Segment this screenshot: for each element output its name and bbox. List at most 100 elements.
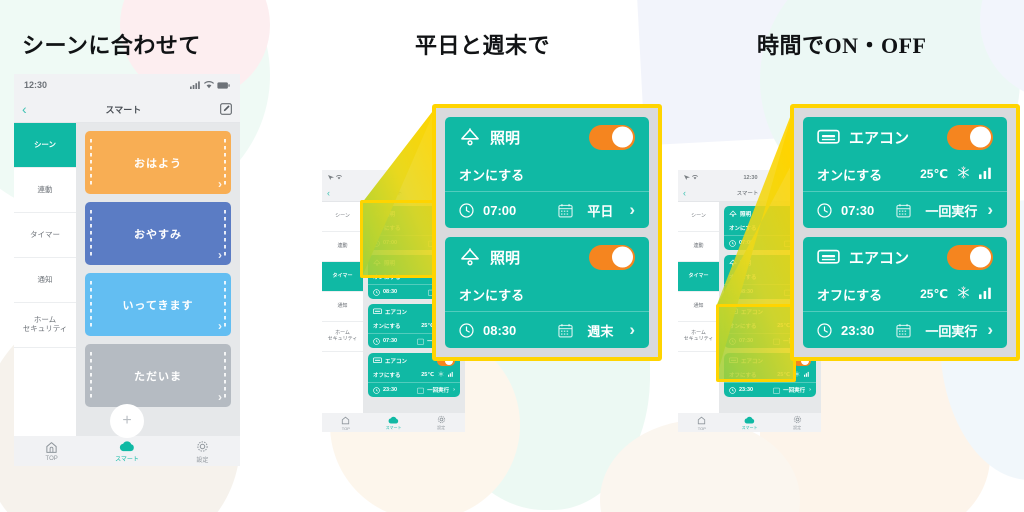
snowflake-icon (957, 166, 970, 182)
sidebar-nav: シーン 連動 タイマー 通知 ホーム セキュリティ (14, 123, 76, 436)
sidebar-item-home-security[interactable]: ホーム セキュリティ (14, 303, 76, 348)
temperature-value: 25℃ (920, 287, 948, 301)
device-name: 照明 (490, 249, 521, 267)
sidebar-item-home-security[interactable]: ホーム セキュリティ (322, 322, 363, 352)
scene-label: おはよう (134, 157, 182, 170)
device-name: エアコン (849, 129, 910, 147)
callout-panel-middle: 照明 オンにする 07:00 平日 › 照明 オンにする 08:30 (432, 104, 662, 361)
cloud-icon (388, 416, 399, 423)
sidebar-item-label: ホーム セキュリティ (683, 329, 714, 342)
tab-top[interactable]: TOP (678, 416, 726, 431)
fan-speed-icon (979, 167, 993, 182)
calendar-icon (558, 323, 573, 338)
chevron-right-icon: › (629, 200, 635, 219)
sidebar-item-scene[interactable]: シーン (14, 123, 76, 168)
calendar-icon (896, 203, 911, 218)
home-icon (46, 442, 57, 453)
scene-label: ただいま (134, 370, 182, 383)
clock-icon (373, 288, 380, 296)
toggle-switch[interactable] (589, 244, 635, 270)
action-label: オンにする (373, 275, 401, 281)
tab-top[interactable]: TOP (322, 416, 370, 431)
air-conditioner-icon (817, 129, 840, 146)
sidebar-item-linkage[interactable]: 連動 (678, 232, 719, 262)
toggle-switch[interactable] (947, 244, 993, 270)
sidebar-item-notification[interactable]: 通知 (14, 258, 76, 303)
calendar-icon (558, 203, 573, 218)
tab-smart[interactable]: スマート (726, 416, 774, 431)
sidebar-item-label: タイマー (688, 272, 709, 279)
callout-timer-card[interactable]: エアコン オンにする 25℃ 07:30 一回実行 › (803, 117, 1007, 228)
action-label: オフにする (817, 287, 883, 303)
sidebar-item-linkage[interactable]: 連動 (14, 168, 76, 213)
sidebar-item-timer[interactable]: タイマー (678, 262, 719, 292)
location-icon (684, 175, 690, 180)
timer-repeat: 一回実行 (427, 388, 450, 394)
phone-mockup-scenes: 12:30 ‹ スマート シーン 連動 タイマー (14, 74, 240, 466)
toggle-switch[interactable] (947, 124, 993, 150)
sidebar-item-label: 通知 (37, 274, 53, 284)
callout-timer-card[interactable]: エアコン オフにする 25℃ 23:30 一回実行 › (803, 237, 1007, 348)
scene-card-ittekimasu[interactable]: いってきます › (85, 273, 231, 336)
tab-smart[interactable]: スマート (89, 440, 164, 463)
gear-icon (793, 415, 801, 424)
snowflake-icon (957, 286, 970, 302)
clock-icon (459, 202, 474, 218)
device-name: エアコン (385, 309, 408, 316)
scene-card-ohayou[interactable]: おはよう › (85, 131, 231, 194)
status-bar: 12:30 (14, 74, 240, 96)
tab-top[interactable]: TOP (14, 441, 89, 462)
temperature-value: 25℃ (421, 372, 434, 378)
bottom-tab-bar: TOP スマート 設定 (322, 413, 465, 432)
back-chevron-icon[interactable]: ‹ (22, 101, 27, 117)
wifi-icon (692, 175, 698, 180)
sidebar-item-linkage[interactable]: 連動 (322, 232, 363, 262)
scene-card-tadaima[interactable]: ただいま › (85, 344, 231, 407)
page-title: スマート (105, 104, 142, 115)
tab-settings[interactable]: 設定 (773, 415, 821, 431)
zoom-cone-right (716, 107, 822, 379)
sidebar-item-timer[interactable]: タイマー (322, 262, 363, 292)
gear-icon (197, 440, 208, 452)
bottom-tab-bar: TOP スマート 設定 (678, 413, 821, 432)
status-time: 12:30 (743, 174, 758, 181)
sidebar-item-timer[interactable]: タイマー (14, 213, 76, 258)
calendar-icon (896, 323, 911, 338)
timer-time: 07:30 (383, 338, 398, 344)
tab-label: 設定 (437, 425, 446, 430)
sidebar-item-home-security[interactable]: ホーム セキュリティ (678, 322, 719, 352)
timer-time: 23:30 (841, 322, 875, 338)
toggle-switch[interactable] (589, 124, 635, 150)
tab-label: スマート (741, 424, 758, 430)
action-label: オフにする (373, 373, 401, 379)
clock-icon (817, 322, 832, 338)
sidebar-item-label: シーン (33, 139, 57, 149)
ceiling-lamp-icon (459, 248, 481, 266)
scene-card-oyasumi[interactable]: おやすみ › (85, 202, 231, 265)
chevron-right-icon: › (218, 390, 223, 404)
sidebar-item-scene[interactable]: シーン (678, 202, 719, 232)
clock-icon (817, 202, 832, 218)
chevron-right-icon: › (629, 320, 635, 339)
back-chevron-icon[interactable]: ‹ (683, 187, 686, 198)
callout-timer-card[interactable]: 照明 オンにする 08:30 週末 › (445, 237, 649, 348)
page-title-left: シーンに合わせて (22, 33, 201, 58)
edit-pencil-icon[interactable] (220, 103, 232, 115)
timer-time: 07:00 (483, 202, 517, 218)
sidebar-item-label: シーン (691, 212, 706, 219)
tab-label: TOP (697, 425, 706, 431)
device-name: エアコン (849, 249, 910, 267)
sidebar-nav: シーン 連動 タイマー 通知 ホーム セキュリティ (678, 202, 719, 413)
back-chevron-icon[interactable]: ‹ (327, 187, 330, 198)
callout-timer-card[interactable]: 照明 オンにする 07:00 平日 › (445, 117, 649, 228)
tab-smart[interactable]: スマート (370, 416, 418, 431)
sidebar-item-notification[interactable]: 通知 (322, 292, 363, 322)
tab-settings[interactable]: 設定 (417, 415, 465, 431)
sidebar-item-label: 連動 (693, 242, 704, 249)
clock-icon (373, 337, 380, 345)
sidebar-item-label: ホーム セキュリティ (327, 329, 358, 342)
sidebar-item-notification[interactable]: 通知 (678, 292, 719, 322)
tab-settings[interactable]: 設定 (165, 440, 240, 464)
add-scene-button[interactable]: + (110, 404, 144, 438)
sidebar-item-scene[interactable]: シーン (322, 202, 363, 232)
